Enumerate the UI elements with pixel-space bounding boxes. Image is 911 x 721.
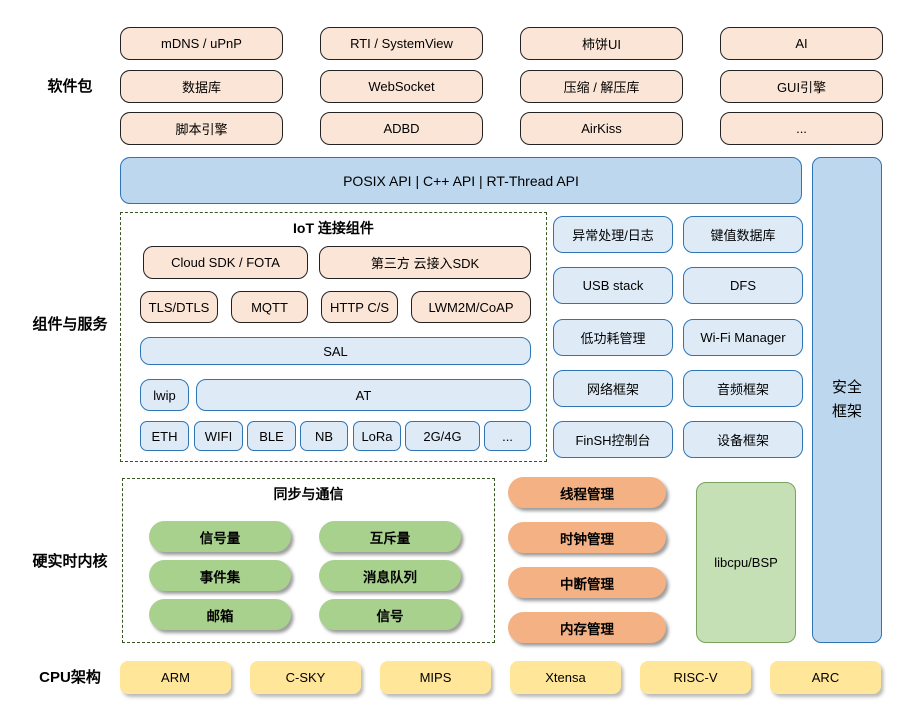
kernel-sync-box: 信号量 [149,521,291,552]
section-label-realtime-kernel: 硬实时内核 [32,553,108,570]
cpu-arch-box: ARC [770,661,881,694]
iot-connectivity-group: IoT 连接组件 Cloud SDK / FOTA 第三方 云接入SDK TLS… [120,212,547,462]
iot-sal-box: SAL [140,337,531,365]
sync-communication-group: 同步与通信 信号量 互斥量 事件集 消息队列 邮箱 信号 [122,478,495,643]
service-box: 网络框架 [553,370,673,407]
package-box: 压缩 / 解压库 [520,70,683,103]
iot-cloud-box: Cloud SDK / FOTA [143,246,308,279]
section-label-components-services: 组件与服务 [32,316,108,333]
iot-link-box: LoRa [353,421,401,451]
iot-link-box: 2G/4G [405,421,480,451]
cpu-arch-box: Xtensa [510,661,621,694]
kernel-mgmt-box: 中断管理 [508,567,666,598]
kernel-sync-box: 邮箱 [149,599,291,630]
security-framework-line2: 框架 [831,403,862,420]
service-box: 低功耗管理 [553,319,673,356]
package-box: mDNS / uPnP [120,27,283,60]
kernel-mgmt-box: 时钟管理 [508,522,666,553]
iot-group-title: IoT 连接组件 [293,220,374,236]
api-banner: POSIX API | C++ API | RT-Thread API [120,157,802,204]
package-box: AI [720,27,883,60]
iot-protocol-box: LWM2M/CoAP [411,291,531,323]
section-label-software-packages: 软件包 [47,78,93,95]
security-framework-line1: 安全 [831,379,862,396]
service-box: DFS [683,267,803,304]
kernel-sync-box: 信号 [319,599,461,630]
iot-at-box: AT [196,379,531,411]
iot-lwip-box: lwip [140,379,189,411]
iot-link-box: ... [484,421,531,451]
service-box: 键值数据库 [683,216,803,253]
cpu-arch-box: C-SKY [250,661,361,694]
package-box: GUI引擎 [720,70,883,103]
package-box: AirKiss [520,112,683,145]
package-box: RTI / SystemView [320,27,483,60]
package-box: 脚本引擎 [120,112,283,145]
kernel-sync-box: 互斥量 [319,521,461,552]
package-box: WebSocket [320,70,483,103]
cpu-arch-box: RISC-V [640,661,751,694]
kernel-sync-box: 事件集 [149,560,291,591]
package-box: ... [720,112,883,145]
sync-group-title: 同步与通信 [273,486,344,502]
iot-link-box: ETH [140,421,189,451]
libcpu-bsp-box: libcpu/BSP [696,482,796,643]
kernel-sync-box: 消息队列 [319,560,461,591]
package-box: 数据库 [120,70,283,103]
iot-cloud-box: 第三方 云接入SDK [319,246,531,279]
cpu-arch-box: MIPS [380,661,491,694]
service-box: FinSH控制台 [553,421,673,458]
package-box: ADBD [320,112,483,145]
security-framework-bar: 安全 框架 [812,157,882,643]
package-box: 柿饼UI [520,27,683,60]
service-box: Wi-Fi Manager [683,319,803,356]
kernel-mgmt-box: 内存管理 [508,612,666,643]
iot-link-box: NB [300,421,348,451]
iot-link-box: WIFI [194,421,243,451]
iot-protocol-box: HTTP C/S [321,291,398,323]
iot-protocol-box: MQTT [231,291,308,323]
kernel-mgmt-box: 线程管理 [508,477,666,508]
service-box: 设备框架 [683,421,803,458]
service-box: USB stack [553,267,673,304]
service-box: 异常处理/日志 [553,216,673,253]
iot-link-box: BLE [247,421,296,451]
iot-protocol-box: TLS/DTLS [140,291,218,323]
section-label-cpu-architecture: CPU架构 [39,669,101,686]
cpu-arch-box: ARM [120,661,231,694]
service-box: 音频框架 [683,370,803,407]
